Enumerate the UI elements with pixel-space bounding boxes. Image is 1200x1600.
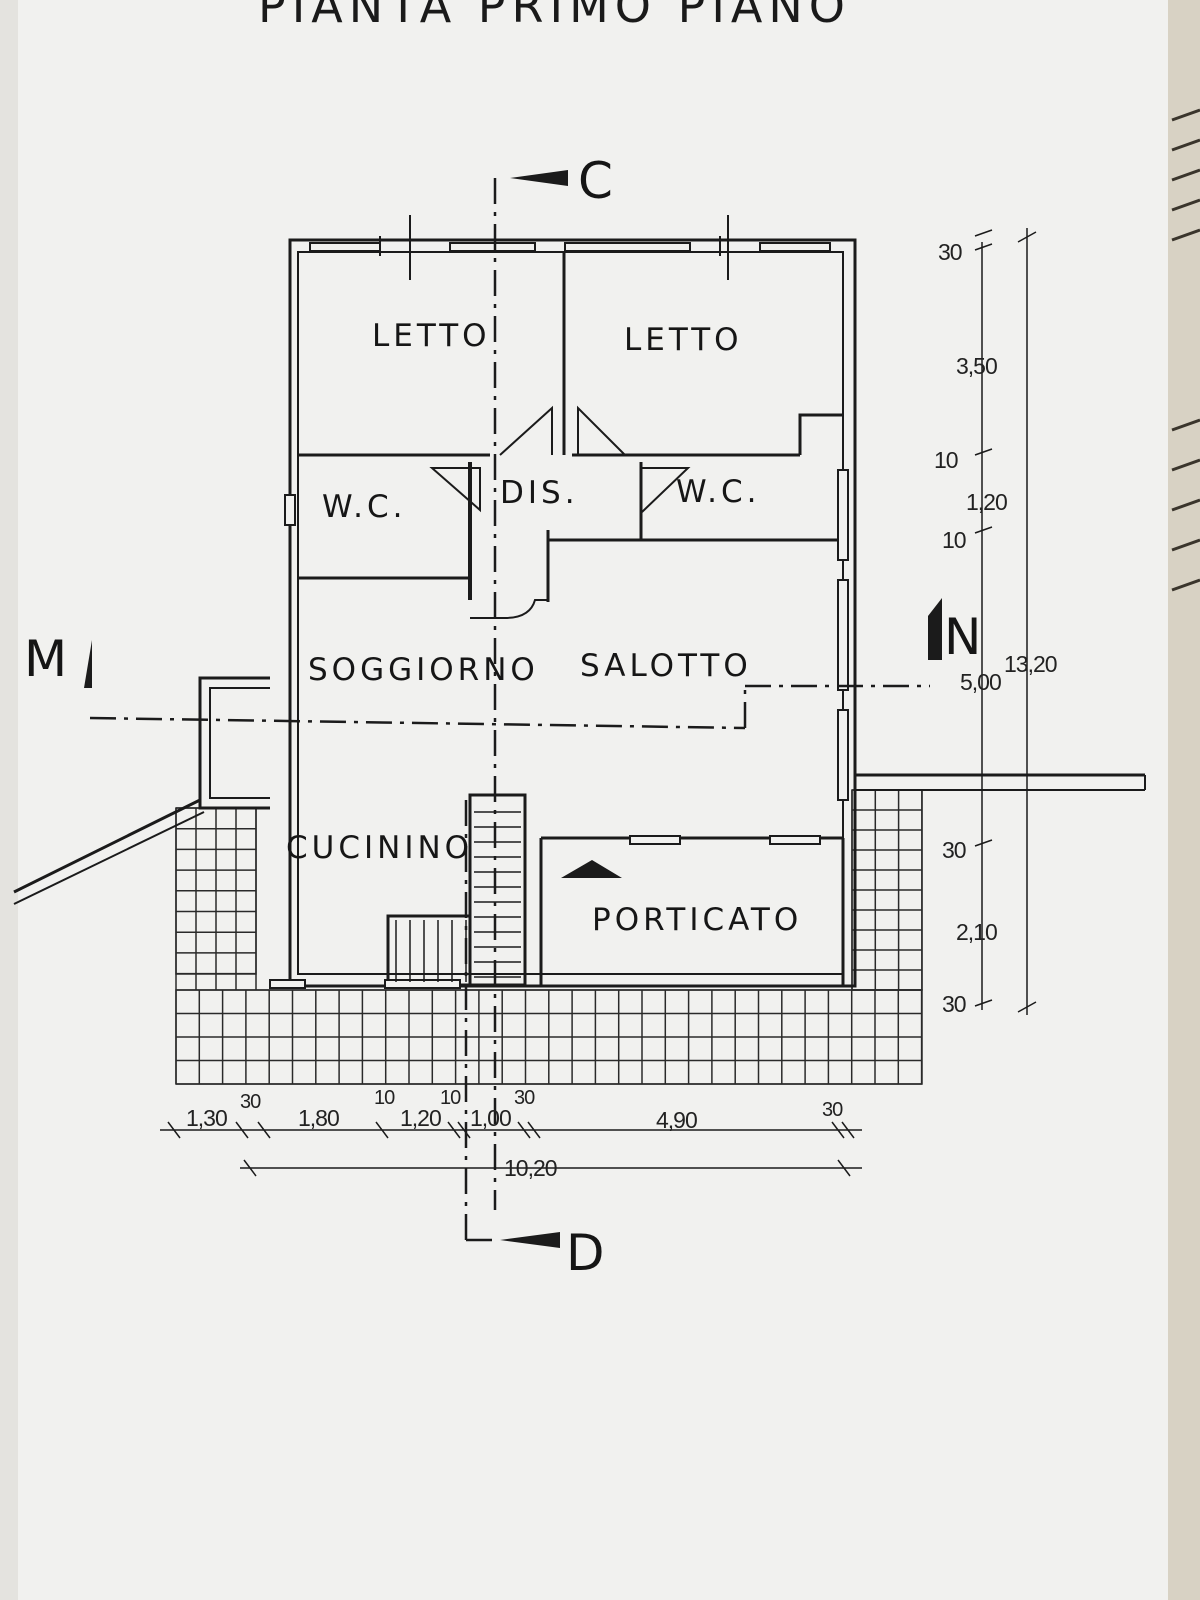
dim-right-30-bot: 30 xyxy=(942,991,966,1017)
room-label-dis: DIS. xyxy=(500,475,579,511)
section-lines xyxy=(89,178,930,1242)
room-label-letto-left: LETTO xyxy=(372,318,491,354)
room-label-wc-right: W.C. xyxy=(676,474,760,510)
room-label-letto-right: LETTO xyxy=(624,322,743,358)
dim-bottom-100: 1,00 xyxy=(470,1105,511,1131)
room-label-porticato: PORTICATO xyxy=(592,902,802,938)
dim-right-350: 3,50 xyxy=(956,353,997,379)
dim-bottom-180: 1,80 xyxy=(298,1105,339,1131)
dim-right-210: 2,10 xyxy=(956,919,997,945)
drawing-title: PIANTA PRIMO PIANO xyxy=(258,0,851,33)
dim-bottom-30a: 30 xyxy=(240,1091,261,1113)
section-c-arrow xyxy=(510,170,568,186)
dim-right-500: 5,00 xyxy=(960,669,1001,695)
section-label-n: N xyxy=(944,608,981,666)
dim-bottom-30b: 30 xyxy=(514,1087,535,1109)
windows xyxy=(269,215,849,989)
section-n-arrow xyxy=(928,598,942,660)
dim-right-10b: 10 xyxy=(942,527,966,553)
room-label-salotto: SALOTTO xyxy=(580,648,752,684)
dimension-chain-right xyxy=(974,228,1037,1015)
dim-bottom-30c: 30 xyxy=(822,1099,843,1121)
room-label-wc-left: W.C. xyxy=(322,489,406,525)
dim-bottom-490: 4,90 xyxy=(656,1107,697,1133)
dim-bottom-10a: 10 xyxy=(374,1087,395,1109)
dim-bottom-10b: 10 xyxy=(440,1087,461,1109)
porticato-arrow xyxy=(561,860,622,878)
dim-bottom-1020: 10,20 xyxy=(504,1155,557,1181)
dim-right-1320: 13,20 xyxy=(1004,651,1057,677)
room-label-soggiorno: SOGGIORNO xyxy=(308,652,539,688)
section-d-arrow xyxy=(500,1232,560,1248)
dim-right-30-top: 30 xyxy=(938,239,962,265)
dim-right-30-mid: 30 xyxy=(942,837,966,863)
dim-right-10: 10 xyxy=(934,447,958,473)
section-label-m: M xyxy=(24,630,67,688)
walls xyxy=(13,238,1146,988)
door-swings xyxy=(429,405,691,513)
section-label-d: D xyxy=(566,1224,605,1282)
dim-right-120: 1,20 xyxy=(966,489,1007,515)
dim-bottom-130: 1,30 xyxy=(186,1105,227,1131)
section-m-arrow xyxy=(84,640,92,688)
room-label-cucinino: CUCININO xyxy=(286,830,473,866)
dimension-chain-bottom xyxy=(160,1121,862,1177)
section-label-c: C xyxy=(578,152,613,210)
staircase xyxy=(395,811,521,982)
dim-bottom-120: 1,20 xyxy=(400,1105,441,1131)
